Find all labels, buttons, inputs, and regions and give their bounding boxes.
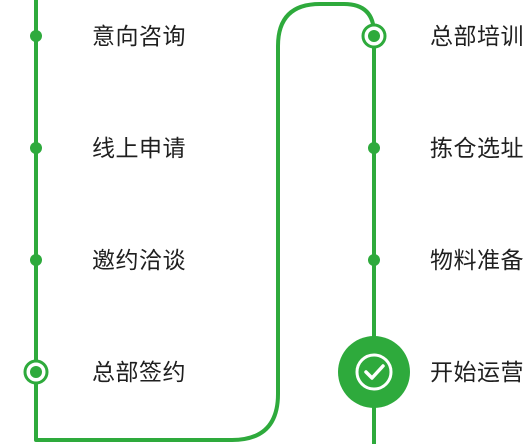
step-8-label: 开始运营 — [430, 357, 524, 387]
step-7-label: 物料准备 — [430, 245, 524, 275]
step-5-marker-ring — [363, 25, 385, 47]
step-5-label: 总部培训 — [430, 21, 524, 51]
step-6-marker-dot — [368, 142, 380, 154]
step-1-marker-dot — [30, 30, 42, 42]
step-4-label: 总部签约 — [92, 357, 186, 387]
step-3-marker-dot — [30, 254, 42, 266]
step-2-marker-dot — [30, 142, 42, 154]
step-6-label: 拣仓选址 — [430, 133, 524, 163]
step-4-marker-ring — [25, 361, 47, 383]
step-7-marker-dot — [368, 254, 380, 266]
check-icon — [338, 336, 410, 408]
step-2-label: 线上申请 — [92, 133, 186, 163]
process-connector-line — [36, 0, 374, 444]
step-1-label: 意向咨询 — [92, 21, 186, 51]
step-3-label: 邀约洽谈 — [92, 245, 186, 275]
